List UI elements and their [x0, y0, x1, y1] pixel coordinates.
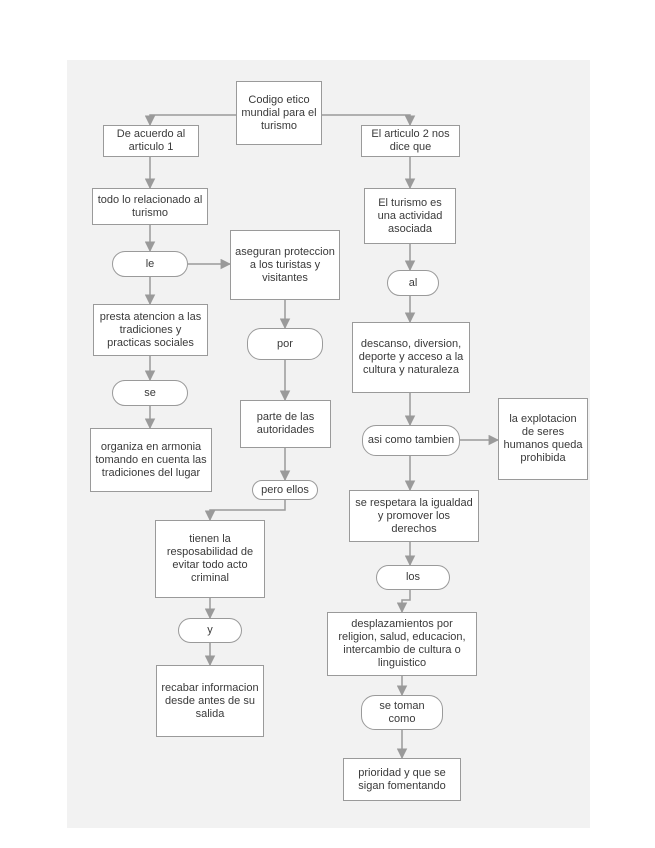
node-articulo-2: El articulo 2 nos dice que	[361, 125, 460, 157]
node-recabar: recabar informacion desde antes de su sa…	[156, 665, 264, 737]
node-y: y	[178, 618, 242, 643]
node-parte-autoridades: parte de las autoridades	[240, 400, 331, 448]
node-turismo-es: El turismo es una actividad asociada	[364, 188, 456, 244]
node-al: al	[387, 270, 439, 296]
edge-pero-tienen	[204, 500, 286, 522]
node-asi-como: asi como tambien	[362, 425, 460, 456]
node-descanso: descanso, diversion, deporte y acceso a …	[352, 322, 470, 393]
node-explotacion: la explotacion de seres humanos queda pr…	[498, 398, 588, 480]
node-todo-relacionado: todo lo relacionado al turismo	[92, 188, 208, 225]
node-por: por	[247, 328, 323, 360]
node-prioridad: prioridad y que se sigan fomentando	[343, 758, 461, 801]
node-los: los	[376, 565, 450, 590]
node-de-acuerdo: De acuerdo al articulo 1	[103, 125, 199, 157]
node-pero-ellos: pero ellos	[252, 480, 318, 500]
node-presta-atencion: presta atencion a las tradiciones y prac…	[93, 304, 208, 356]
node-se: se	[112, 380, 188, 406]
node-codigo-etico: Codigo etico mundial para el turismo	[236, 81, 322, 145]
node-aseguran: aseguran proteccion a los turistas y vis…	[230, 230, 340, 300]
edge-los-desplazamientos	[396, 590, 411, 614]
node-organiza: organiza en armonia tomando en cuenta la…	[90, 428, 212, 492]
node-le: le	[112, 251, 188, 277]
node-respetara: se respetara la igualdad y promover los …	[349, 490, 479, 542]
node-desplazamientos: desplazamientos por religion, salud, edu…	[327, 612, 477, 676]
edge-codigo-articulo2	[322, 114, 416, 127]
node-tienen-responsabilidad: tienen la resposabilidad de evitar todo …	[155, 520, 265, 598]
edge-codigo-acuerdo	[144, 114, 236, 127]
node-se-toman: se toman como	[361, 695, 443, 730]
